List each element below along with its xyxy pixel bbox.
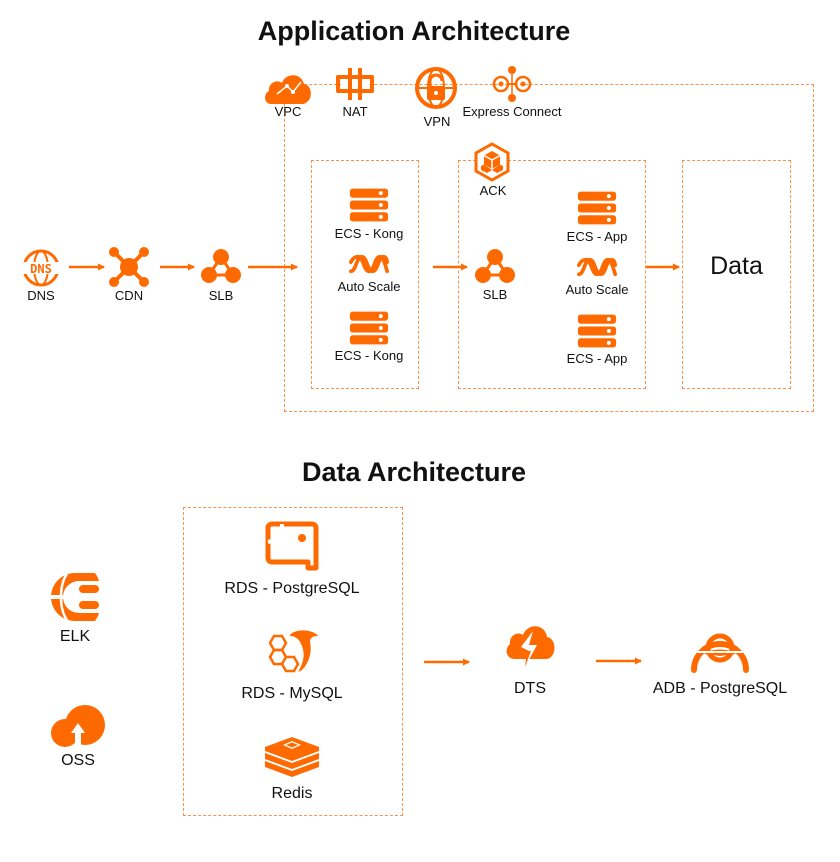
rds-postgresql-label: RDS - PostgreSQL xyxy=(224,580,360,597)
slb-label: SLB xyxy=(482,287,508,302)
redis-label: Redis xyxy=(271,785,313,802)
ecs-kong-label: ECS - Kong xyxy=(334,226,404,241)
app-architecture-title: Application Architecture xyxy=(257,16,571,46)
oss-label: OSS xyxy=(61,752,95,769)
dns-icon: DNS xyxy=(22,249,60,287)
vpn-label: VPN xyxy=(423,114,451,129)
redis-icon xyxy=(261,735,323,779)
data-box-label: Data xyxy=(710,252,763,280)
ack-container-icon xyxy=(472,142,512,182)
slb-label: SLB xyxy=(208,288,234,303)
express-connect-label: Express Connect xyxy=(462,104,562,119)
vpc-label: VPC xyxy=(274,104,302,119)
adb-postgresql-icon xyxy=(690,620,750,674)
express-connect-icon xyxy=(489,66,535,102)
auto-scale-label: Auto Scale xyxy=(565,282,629,297)
ack-cluster-box xyxy=(458,160,646,389)
oss-icon xyxy=(49,703,107,749)
elk-label: ELK xyxy=(59,628,91,645)
rds-mysql-label: RDS - MySQL xyxy=(241,685,343,702)
nat-gateway-icon xyxy=(335,67,375,101)
ecs-app-label: ECS - App xyxy=(566,229,628,244)
rds-mysql-icon xyxy=(264,628,320,674)
kong-group-box xyxy=(311,160,419,389)
vpc-cloud-icon xyxy=(263,68,313,108)
dts-label: DTS xyxy=(514,680,546,697)
ecs-kong-label: ECS - Kong xyxy=(334,348,404,363)
adb-postgresql-label: ADB - PostgreSQL xyxy=(652,680,788,697)
data-architecture-title: Data Architecture xyxy=(301,457,527,487)
dns-label: DNS xyxy=(27,288,55,303)
nat-label: NAT xyxy=(342,104,368,119)
elk-icon xyxy=(49,571,101,623)
database-group-box xyxy=(183,507,403,816)
vpc-boundary xyxy=(284,84,814,412)
rds-postgresql-icon xyxy=(264,520,320,574)
data-box xyxy=(682,160,791,389)
cdn-label: CDN xyxy=(114,288,144,303)
svg-text:DNS: DNS xyxy=(30,262,52,276)
ecs-app-label: ECS - App xyxy=(566,351,628,366)
dts-icon xyxy=(503,619,557,669)
cdn-icon xyxy=(108,247,150,287)
auto-scale-label: Auto Scale xyxy=(337,279,401,294)
ack-label: ACK xyxy=(479,183,507,198)
vpn-globe-lock-icon xyxy=(414,66,458,110)
